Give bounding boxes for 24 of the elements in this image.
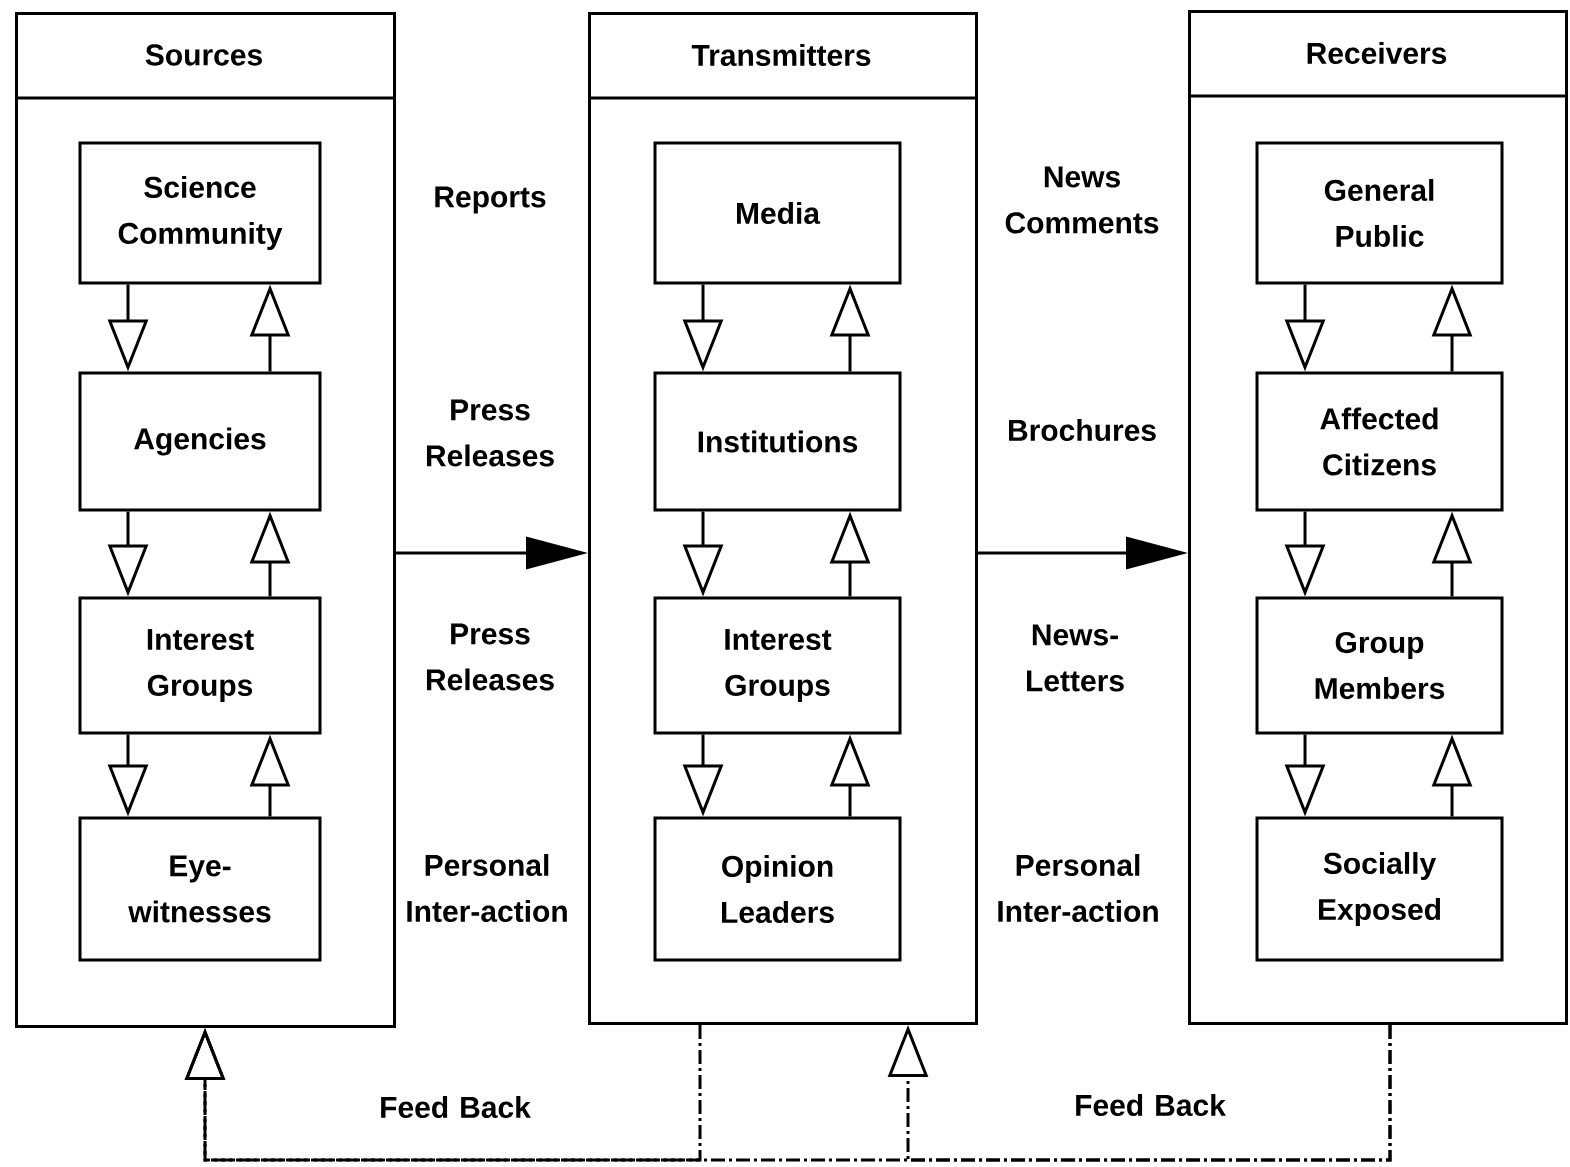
annotation-text: Feed Back bbox=[381, 1096, 531, 1119]
annotation-text: Personal Inter-action bbox=[407, 854, 567, 923]
annotation-text: News-Letters bbox=[1027, 624, 1124, 692]
process-box: Science Community bbox=[78, 141, 322, 285]
annotation-text: Feed Back bbox=[1076, 1094, 1226, 1117]
process-box: Interest Groups bbox=[653, 596, 902, 735]
annotation-text: News Comments bbox=[1005, 166, 1159, 234]
arrow bbox=[887, 1025, 1392, 1162]
process-box: Media bbox=[653, 141, 902, 285]
process-box: Opinion Leaders bbox=[653, 816, 902, 962]
annotation-text: Personal Inter-action bbox=[998, 854, 1158, 923]
process-box: Socially Exposed bbox=[1255, 816, 1504, 962]
annotation-text: Press Releases bbox=[426, 623, 554, 691]
arrow bbox=[184, 1025, 702, 1162]
annotation-text: Reports bbox=[435, 186, 546, 214]
process-box: Eye-witnesses bbox=[78, 816, 322, 962]
process-box: Agencies bbox=[78, 371, 322, 512]
process-box: Institutions bbox=[653, 371, 902, 512]
annotation-text: Press Releases bbox=[426, 399, 554, 467]
process-box: Group Members bbox=[1255, 596, 1504, 735]
annotation-text: Brochures bbox=[1009, 419, 1156, 442]
process-box: Interest Groups bbox=[78, 596, 322, 735]
process-box: General Public bbox=[1255, 141, 1504, 285]
process-box: Affected Citizens bbox=[1255, 371, 1504, 512]
